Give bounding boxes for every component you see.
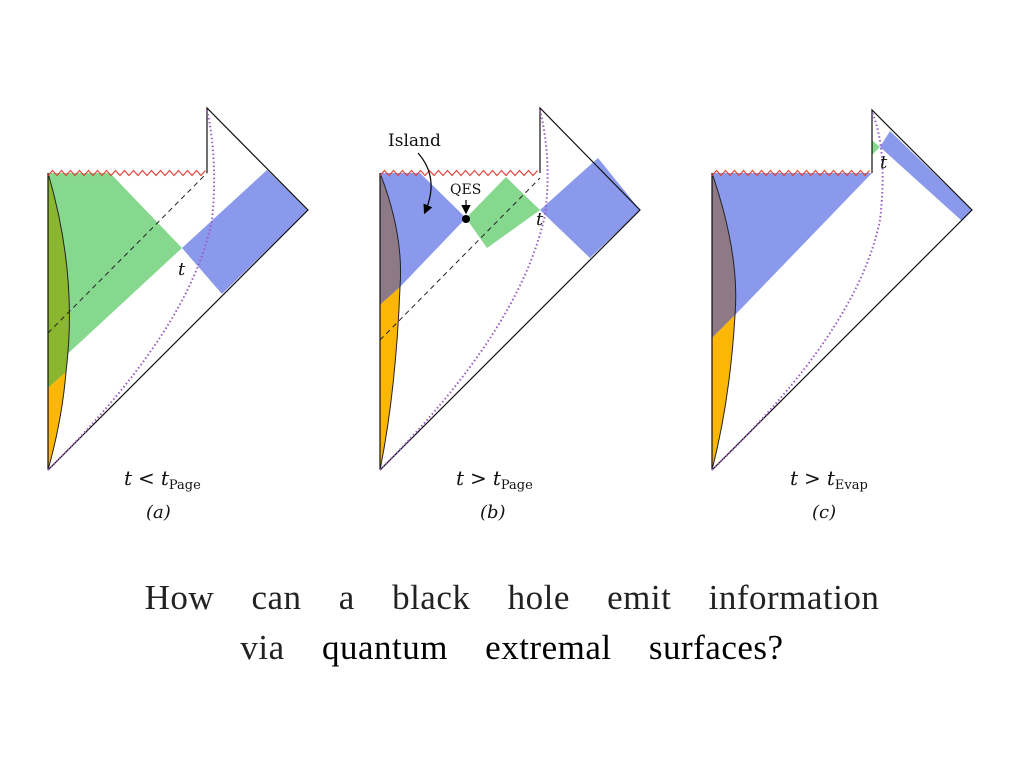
interior-overlap-mauve — [380, 173, 401, 305]
panel-label-a: (a) — [146, 502, 171, 523]
caption-line-2: via quantum extremal surfaces? — [0, 628, 1024, 668]
radiation-region-blue — [182, 170, 308, 294]
event-horizon-dashed — [379, 177, 541, 341]
caption-word: How — [144, 578, 215, 617]
condition-a: t<tPage — [124, 466, 201, 493]
caption-emph-word: extremal — [485, 628, 612, 667]
apparent-horizon-dotted — [379, 109, 549, 471]
caption-line-1: How can a black hole emit information — [0, 578, 1024, 618]
apparent-horizon-dotted — [47, 109, 216, 471]
caption-word: black — [392, 578, 471, 617]
singularity-zigzag — [711, 169, 870, 177]
singularity-zigzag — [47, 169, 206, 177]
radiation-wedge-green — [48, 173, 182, 372]
caption-emph-word: quantum — [321, 628, 448, 667]
penrose-outline — [379, 106, 641, 471]
qes-label: QES — [450, 182, 481, 198]
qes-point — [462, 215, 470, 223]
interior-curve — [711, 172, 737, 471]
caption-word: can — [251, 578, 302, 617]
panel-label-b: (b) — [480, 502, 506, 523]
condition-c: t>tEvap — [790, 466, 868, 493]
point-t-label-b: t — [536, 209, 544, 230]
early-region-orange — [712, 315, 735, 470]
caption-word: emit — [607, 578, 672, 617]
island-arrow — [417, 152, 433, 215]
entanglement-wedge-green — [466, 177, 540, 248]
early-region-orange — [380, 287, 400, 470]
island-region-blue — [380, 173, 466, 287]
point-t-label-c: t — [880, 152, 888, 173]
singularity-zigzag — [379, 169, 538, 177]
radiation-region-blue — [880, 131, 972, 221]
panel-c: t t>tEvap (c) — [711, 108, 973, 523]
condition-b: t>tPage — [456, 466, 533, 493]
caption-word: via — [240, 628, 285, 667]
entanglement-wedge-green — [872, 140, 880, 155]
caption-emph-word: surfaces? — [648, 628, 784, 667]
panel-b: QES Island t t>tPage (b) — [379, 106, 641, 523]
caption-word: hole — [507, 578, 570, 617]
caption-word: information — [708, 578, 880, 617]
early-region-orange — [48, 372, 66, 470]
caption-word: a — [338, 578, 355, 617]
island-region-blue — [712, 173, 872, 315]
point-t-label-a: t — [178, 259, 186, 280]
event-horizon-dashed — [47, 172, 208, 334]
interior-curve — [47, 172, 70, 471]
interior-overlap-mauve — [712, 173, 736, 338]
panel-a: t t<tPage (a) — [47, 106, 309, 523]
penrose-outline — [711, 108, 973, 471]
interior-curve — [379, 172, 402, 471]
island-label: Island — [388, 131, 441, 151]
interior-overlap-olive — [48, 173, 70, 388]
apparent-horizon-dotted — [711, 111, 884, 471]
penrose-outline — [47, 106, 309, 471]
radiation-region-blue — [540, 158, 640, 258]
panel-label-c: (c) — [812, 502, 836, 523]
